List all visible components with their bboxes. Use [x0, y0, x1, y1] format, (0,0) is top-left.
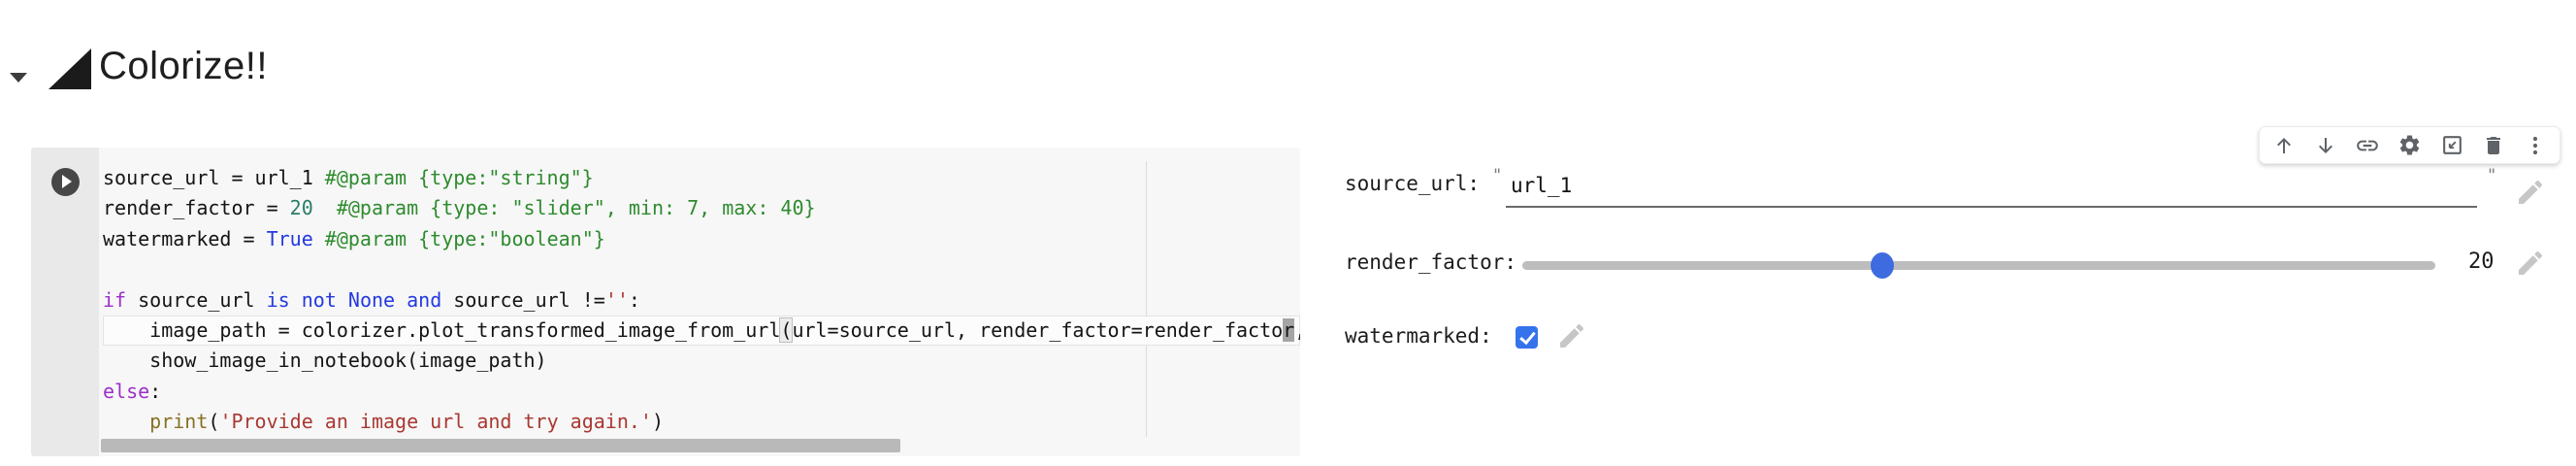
code-line[interactable]: if source_url is not None and source_url… — [103, 287, 640, 312]
checkmark-icon — [1519, 327, 1536, 346]
play-icon — [62, 175, 72, 188]
render-factor-label: render_factor: — [1345, 250, 1517, 274]
code-line[interactable] — [103, 254, 1300, 284]
run-cell-button[interactable] — [51, 168, 80, 196]
render-factor-slider-track[interactable] — [1522, 252, 2435, 279]
settings-gear-icon[interactable] — [2397, 133, 2422, 157]
slider-thumb[interactable] — [1870, 252, 1894, 279]
move-cell-down-icon[interactable] — [2314, 134, 2337, 157]
code-line[interactable]: else: — [103, 379, 162, 403]
render-factor-value: 20 — [2468, 250, 2494, 274]
close-quote: " — [2487, 166, 2497, 185]
delete-cell-trash-icon[interactable] — [2482, 134, 2505, 157]
edit-watermarked-pencil-icon[interactable] — [1556, 320, 1587, 351]
edit-source-url-pencil-icon[interactable] — [2515, 177, 2546, 208]
move-cell-up-icon[interactable] — [2272, 134, 2296, 157]
watermarked-checkbox[interactable] — [1516, 326, 1538, 349]
code-line[interactable]: watermarked = True #@param {type:"boolea… — [103, 226, 605, 250]
source-url-input-underline — [1506, 206, 2477, 208]
copy-link-icon[interactable] — [2355, 133, 2380, 158]
code-editor[interactable]: source_url = url_1 #@param {type:"string… — [99, 148, 1300, 438]
code-line[interactable]: show_image_in_notebook(image_path) — [103, 349, 547, 373]
section-triangle-icon — [49, 49, 91, 89]
cell-gutter — [31, 148, 99, 456]
source-url-input[interactable]: url_1 — [1511, 174, 1573, 197]
page-title: Colorize!! — [99, 44, 268, 87]
mirror-cell-in-tab-icon[interactable] — [2440, 133, 2464, 157]
edit-render-factor-pencil-icon[interactable] — [2515, 248, 2546, 279]
more-options-icon[interactable] — [2524, 134, 2547, 157]
column-ruler — [1146, 161, 1147, 437]
code-line[interactable]: image_path = colorizer.plot_transformed_… — [103, 315, 1300, 347]
section-header: Colorize!! — [10, 43, 268, 89]
collapse-section-icon[interactable] — [10, 73, 27, 83]
horizontal-scrollbar-thumb[interactable] — [101, 439, 900, 452]
code-line[interactable]: source_url = url_1 #@param {type:"string… — [103, 166, 594, 189]
cell-toolbar — [2259, 126, 2560, 164]
code-line[interactable]: print('Provide an image url and try agai… — [149, 410, 665, 434]
code-cell[interactable]: source_url = url_1 #@param {type:"string… — [31, 148, 1300, 456]
source-url-label: source_url: — [1345, 172, 1481, 195]
watermarked-label: watermarked: — [1345, 324, 1492, 348]
open-quote: " — [1492, 166, 1503, 185]
code-line[interactable]: render_factor = 20 #@param {type: "slide… — [103, 196, 816, 220]
